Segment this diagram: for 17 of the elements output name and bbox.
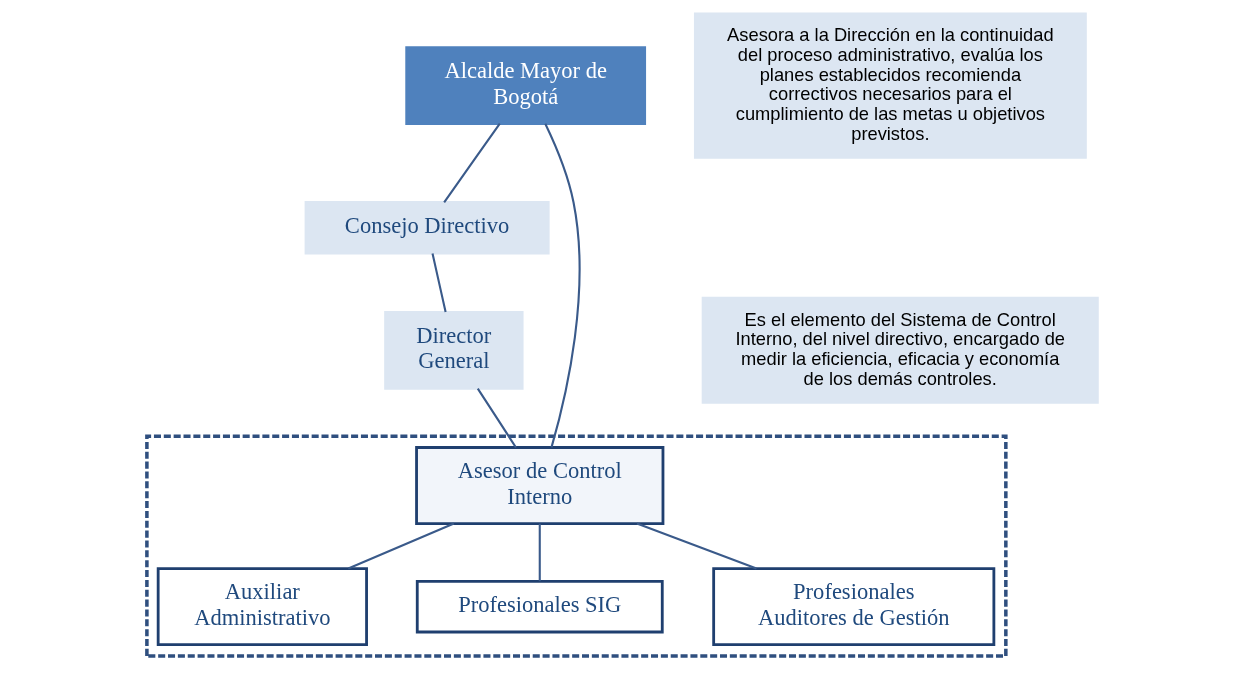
cluster — [145, 434, 1008, 658]
node-box: Consejo Directivo — [304, 201, 550, 255]
node-box: Auxiliar Administrativo — [156, 567, 368, 647]
connector — [476, 388, 517, 449]
connector — [347, 522, 455, 570]
connector — [544, 123, 581, 448]
node-box: Director General — [384, 310, 524, 390]
node-box: Profesionales SIG — [415, 579, 664, 634]
connector — [443, 123, 501, 203]
connector — [538, 523, 541, 582]
connector — [636, 522, 757, 570]
node-box: Asesor de Control Interno — [415, 446, 665, 525]
connector — [431, 253, 447, 313]
node-box: Asesora a la Dirección en la continuidad del proceso administrativo, evalúa los planes establecidos recomienda correctivos necesarios para el cumplimiento de las metas u objetivos previstos. — [693, 12, 1087, 159]
node-box: Alcalde Mayor de Bogotá — [405, 46, 647, 126]
node-box: Profesionales Auditores de Gestión — [712, 567, 996, 647]
node-box: Es el elemento del Sistema de Control Interno, del nivel directivo, encargado de medir la eficiencia, eficacia y economía de los demás controles. — [701, 296, 1099, 404]
